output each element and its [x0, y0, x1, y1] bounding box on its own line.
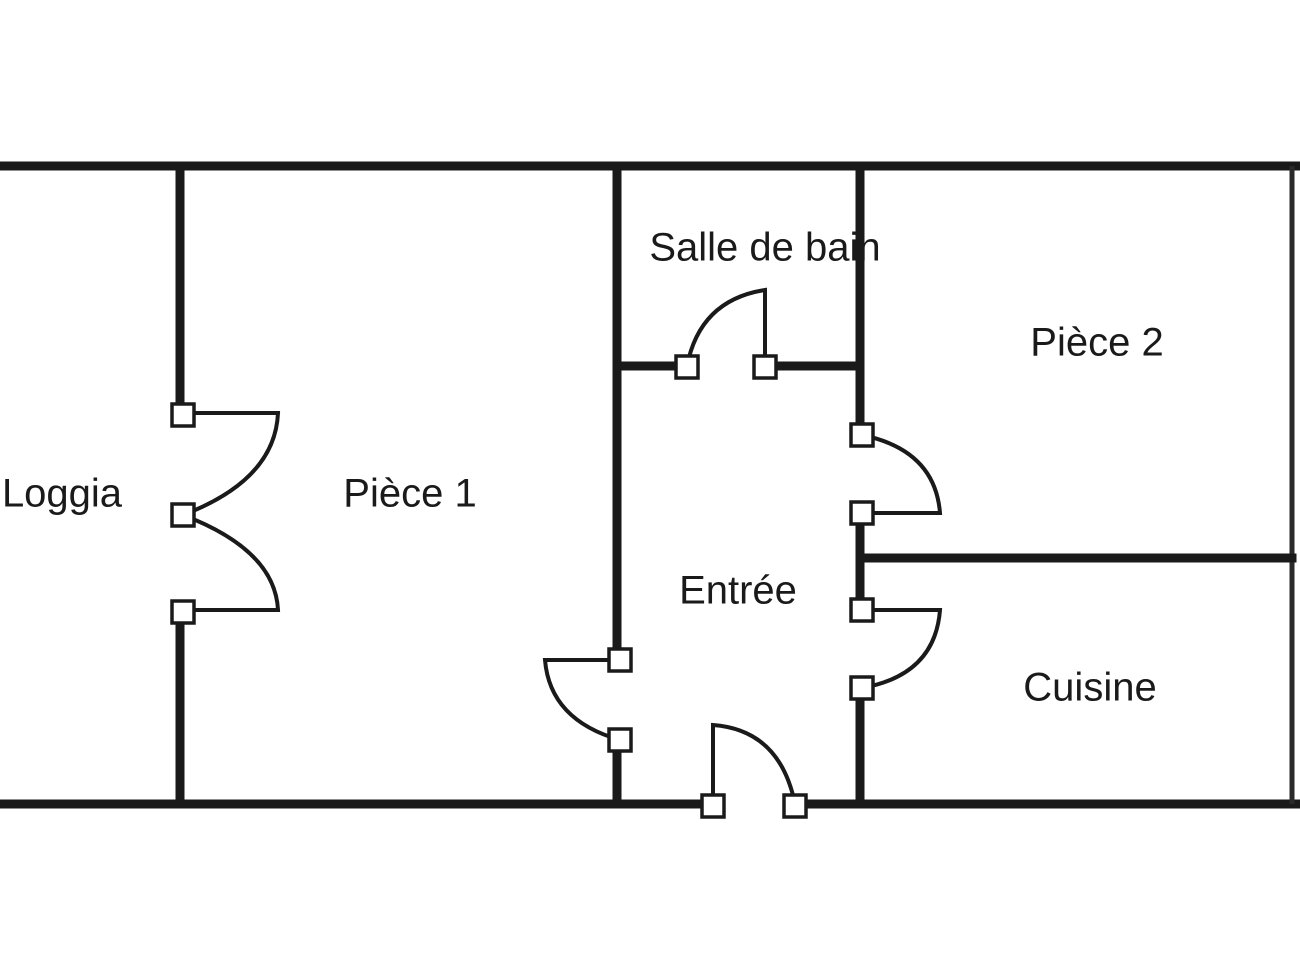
bath-door-arc [685, 287, 767, 367]
label-piece2: Pièce 2 [1030, 321, 1163, 365]
label-entree: Entrée [679, 569, 797, 613]
door-hinges [170, 354, 875, 819]
piece1-door-arc [542, 658, 621, 742]
kitchen-door-arc [861, 608, 943, 690]
label-salle-de-bain: Salle de bain [649, 226, 880, 270]
label-cuisine: Cuisine [1023, 666, 1156, 710]
walls [0, 161, 1300, 809]
label-piece1: Pièce 1 [343, 472, 476, 516]
loggia-door-arc-top [182, 411, 281, 517]
entrance-door-arc [711, 722, 797, 805]
piece2-door-arc [861, 433, 943, 515]
loggia-door-arc-bottom [182, 513, 281, 612]
label-loggia: Loggia [2, 472, 123, 516]
room-labels: Loggia Pièce 1 Salle de bain Pièce 2 Ent… [2, 226, 1164, 710]
doors [170, 287, 943, 819]
